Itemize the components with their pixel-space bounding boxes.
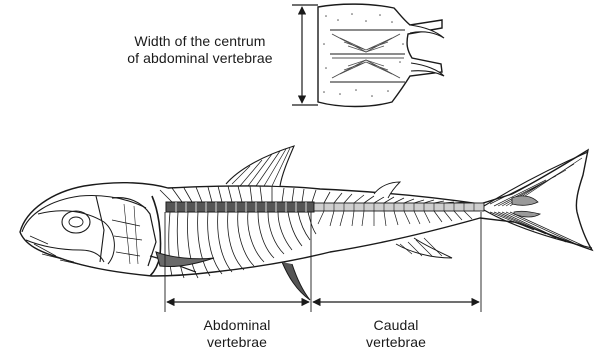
abdominal-vertebrae-label: Abdominal vertebrae (176, 317, 298, 351)
centrum-width-label-line-2: of abdominal vertebrae (104, 50, 296, 67)
fish-skeleton-illustration (20, 146, 592, 300)
abdominal-label-line-1: Abdominal (176, 317, 298, 334)
centrum-width-label: Width of the centrum of abdominal verteb… (104, 33, 296, 67)
caudal-vertebrae-label: Caudal vertebrae (340, 317, 452, 351)
caudal-label-line-1: Caudal (340, 317, 452, 334)
centrum-width-label-line-1: Width of the centrum (104, 33, 296, 50)
abdominal-label-line-2: vertebrae (176, 334, 298, 351)
vertebra-centrum-illustration (318, 4, 444, 106)
caudal-label-line-2: vertebrae (340, 334, 452, 351)
